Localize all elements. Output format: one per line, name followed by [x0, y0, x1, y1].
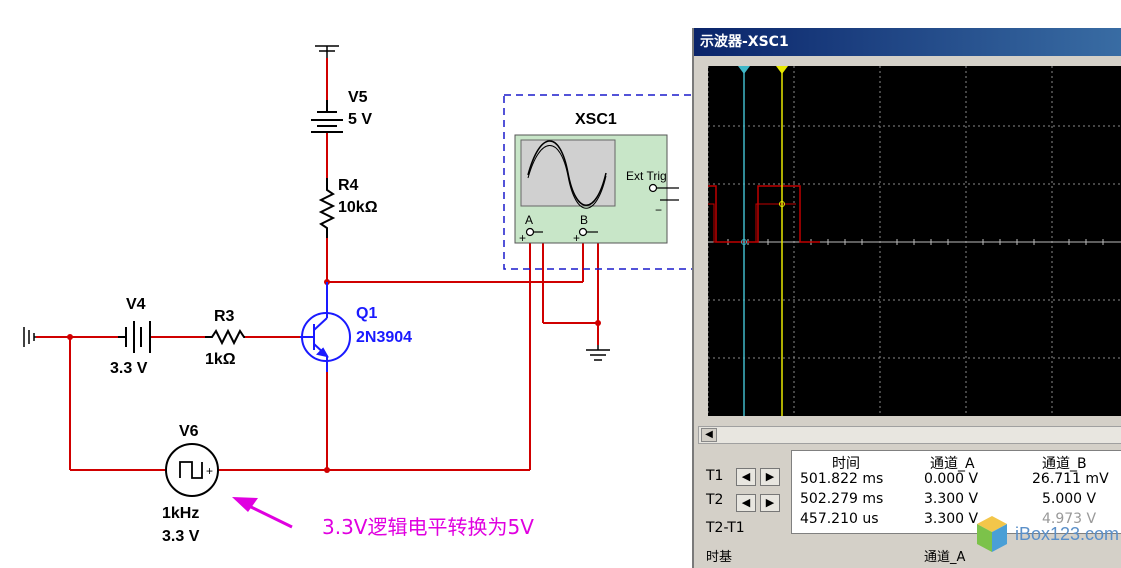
t1-left-button[interactable]: ◀ — [736, 468, 756, 486]
channel-b-terminal[interactable] — [578, 227, 588, 237]
header-channel-b: 通道_B — [1042, 456, 1087, 472]
v4-value: 3.3 V — [110, 360, 148, 377]
v6-value: 3.3 V — [162, 528, 200, 545]
watermark-logo: iBox123.com — [975, 510, 1121, 557]
junctions — [67, 279, 601, 473]
annotation-text: 3.3V逻辑电平转换为5V — [322, 515, 534, 539]
v5-value: 5 V — [348, 111, 372, 128]
ext-trig-terminal[interactable] — [648, 183, 658, 193]
header-channel-a: 通道_A — [930, 456, 975, 472]
watermark-text: iBox123.com — [1015, 524, 1120, 544]
q1-name: Q1 — [356, 305, 377, 322]
measurement-readout: 时间 通道_A 通道_B 501.822 ms 0.000 V 26.711 m… — [791, 450, 1121, 534]
svg-text:+: + — [519, 231, 526, 245]
r4-name: R4 — [338, 177, 359, 194]
t2-t1-label: T2-T1 — [706, 520, 745, 536]
v6-name: V6 — [179, 423, 199, 440]
xsc1-selection-box — [503, 94, 692, 270]
channel-b-trace — [708, 203, 796, 243]
circuit-schematic: V5 5 V R4 10kΩ V4 3.3 V R3 1kΩ Q1 2N3904 — [23, 45, 692, 545]
svg-text:+: + — [206, 464, 213, 478]
q1-value: 2N3904 — [356, 329, 412, 346]
resistor-r4[interactable] — [318, 178, 336, 238]
ground-icon — [315, 45, 339, 58]
battery-v4[interactable] — [118, 321, 151, 353]
battery-v5[interactable] — [311, 100, 343, 133]
timebase-label: 时基 — [706, 550, 733, 565]
channel-a-settings-label: 通道_A — [924, 550, 966, 565]
r4-value: 10kΩ — [338, 199, 378, 216]
oscilloscope-display[interactable] — [707, 66, 1121, 416]
sine-wave-icon — [527, 140, 607, 206]
v4-name: V4 — [126, 296, 146, 313]
channel-a-label: A — [525, 213, 533, 227]
ground-scope-icon — [586, 345, 610, 361]
transistor-q1[interactable] — [300, 282, 351, 372]
oscilloscope-window[interactable]: 示波器-XSC1 — [692, 28, 1121, 568]
t1-label: T1 — [706, 468, 724, 484]
cursor-t2-handle[interactable] — [776, 66, 788, 74]
v5-name: V5 — [348, 89, 368, 106]
cursor-controls: T1 ◀ ▶ T2 ◀ ▶ T2-T1 — [698, 448, 792, 536]
cursor-t1-handle[interactable] — [738, 66, 750, 74]
row2-b: 5.000 V — [1042, 491, 1097, 507]
r3-value: 1kΩ — [205, 351, 236, 368]
resistor-r3[interactable] — [205, 328, 245, 346]
xsc1-name: XSC1 — [575, 111, 617, 128]
row1-b: 26.711 mV — [1032, 471, 1109, 487]
arrow-left-icon[interactable]: ◀ — [701, 428, 717, 442]
svg-text:+: + — [573, 231, 580, 245]
wires — [36, 58, 599, 471]
channel-a-trace — [708, 185, 820, 243]
cube-icon — [977, 516, 1007, 552]
t2-right-button[interactable]: ▶ — [760, 494, 780, 512]
t2-left-button[interactable]: ◀ — [736, 494, 756, 512]
clock-source-v6[interactable]: + — [165, 443, 219, 497]
channel-a-terminal[interactable] — [525, 227, 535, 237]
row1-time: 501.822 ms — [800, 471, 884, 487]
waveform-plot — [707, 66, 1121, 416]
annotation-arrow — [232, 497, 293, 529]
row2-time: 502.279 ms — [800, 491, 884, 507]
t2-label: T2 — [706, 492, 724, 508]
row1-a: 0.000 V — [924, 471, 979, 487]
channel-b-label: B — [580, 213, 588, 227]
r3-name: R3 — [214, 308, 235, 325]
header-time: 时间 — [832, 456, 860, 472]
row3-b: 4.973 V — [1042, 511, 1097, 527]
row3-a: 3.300 V — [924, 511, 979, 527]
ground-left-icon — [23, 327, 36, 347]
horizontal-scrollbar[interactable]: ◀ — [698, 426, 1121, 444]
v6-freq: 1kHz — [162, 505, 199, 522]
oscilloscope-title[interactable]: 示波器-XSC1 — [694, 28, 1121, 56]
svg-text:−: − — [655, 203, 662, 217]
row2-a: 3.300 V — [924, 491, 979, 507]
ext-trig-label: Ext Trig — [626, 169, 667, 183]
t1-right-button[interactable]: ▶ — [760, 468, 780, 486]
row3-time: 457.210 us — [800, 511, 879, 527]
